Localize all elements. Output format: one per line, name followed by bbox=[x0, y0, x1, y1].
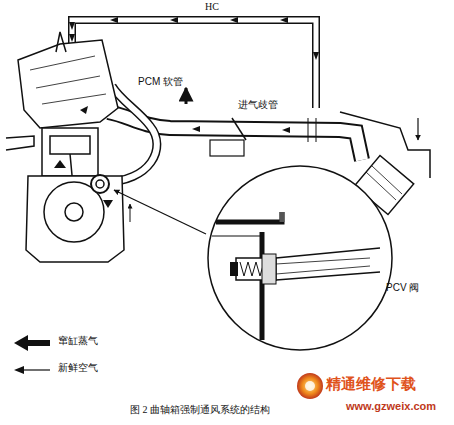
part-label: PCV 阀 bbox=[386, 282, 419, 294]
figure-caption: 图 2 曲轴箱强制通风系统的结构 bbox=[130, 404, 270, 416]
legend-arrow-fresh-air bbox=[14, 366, 50, 374]
flow-arrows bbox=[54, 106, 113, 208]
watermark-text: 精通维修下载 bbox=[326, 375, 416, 392]
legend-arrow-blowby bbox=[14, 335, 50, 351]
part-label: HC bbox=[205, 1, 219, 13]
leader-line bbox=[114, 190, 206, 234]
legend-text: 窜缸蒸气 bbox=[58, 335, 98, 347]
watermark-logo bbox=[297, 373, 323, 399]
air-arrow bbox=[130, 204, 131, 222]
part-label: 进气歧管 bbox=[236, 99, 280, 111]
part-label: PCM 软管 bbox=[136, 76, 185, 88]
engine bbox=[6, 32, 124, 262]
pcv-valve-detail bbox=[208, 166, 392, 350]
legend-text: 新鲜空气 bbox=[58, 362, 98, 374]
watermark-url: www.gzweix.com bbox=[346, 400, 436, 413]
